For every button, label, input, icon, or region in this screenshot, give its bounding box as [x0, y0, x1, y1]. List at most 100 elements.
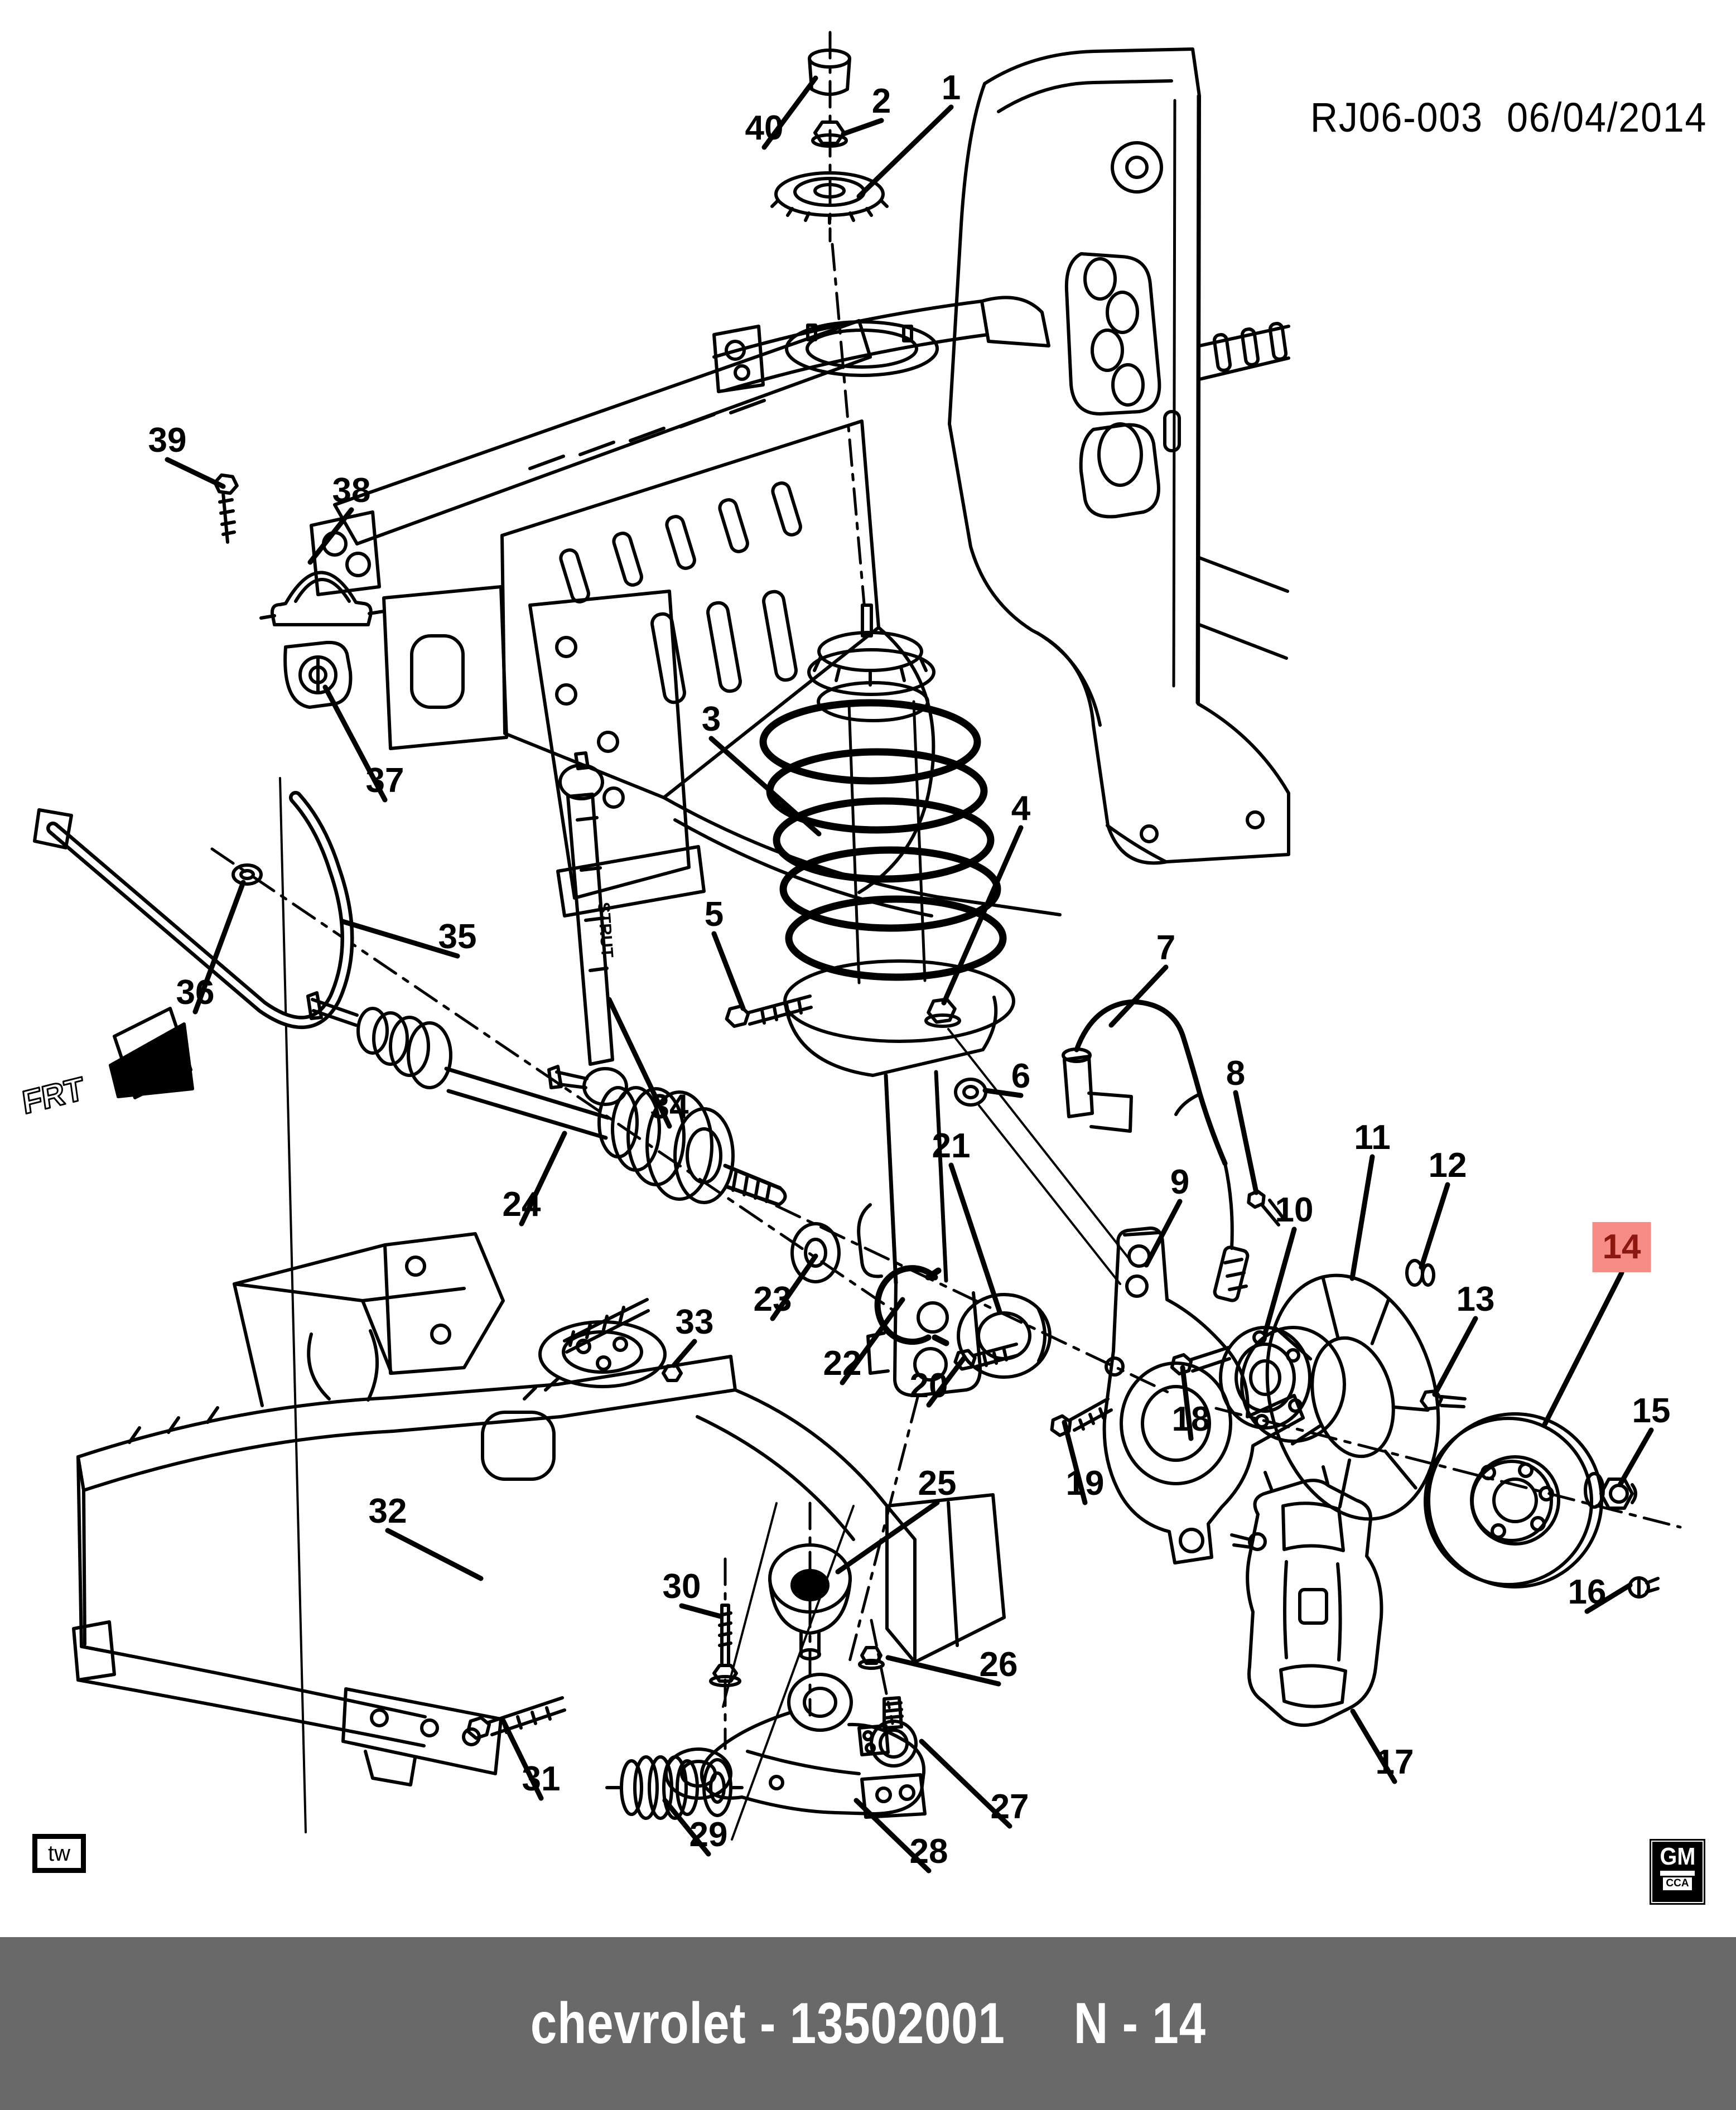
leader-line-14 [1541, 1270, 1624, 1428]
callout-27[interactable]: 27 [990, 1788, 1029, 1826]
callout-38[interactable]: 38 [332, 471, 371, 510]
callout-37[interactable]: 37 [365, 761, 404, 800]
callout-13[interactable]: 13 [1456, 1280, 1495, 1319]
leader-line-19 [1062, 1419, 1088, 1505]
callout-24[interactable]: 24 [502, 1185, 541, 1224]
leader-line-3 [708, 736, 822, 837]
leader-line-38 [307, 507, 354, 565]
callout-21[interactable]: 21 [932, 1127, 971, 1165]
knuckle-drawing [1102, 1227, 1305, 1565]
callout-leader-lines [165, 75, 1654, 1874]
leader-line-36 [192, 880, 246, 1015]
halfshaft-drawing [306, 991, 787, 1207]
callout-8[interactable]: 8 [1226, 1054, 1246, 1093]
leader-line-20 [926, 1355, 967, 1408]
callout-29[interactable]: 29 [689, 1816, 728, 1854]
leader-line-29 [662, 1798, 711, 1857]
callout-33[interactable]: 33 [675, 1303, 714, 1341]
leader-line-5 [711, 931, 746, 1011]
corner-mark-text: tw [48, 1841, 70, 1866]
callout-19[interactable]: 19 [1065, 1464, 1105, 1503]
leader-line-31 [500, 1718, 544, 1801]
callout-36[interactable]: 36 [176, 973, 215, 1012]
leader-line-6 [982, 1088, 1024, 1098]
callout-26[interactable]: 26 [979, 1645, 1018, 1684]
leader-line-12 [1419, 1182, 1450, 1270]
callout-11[interactable]: 11 [1354, 1118, 1391, 1157]
leader-line-10 [1262, 1227, 1297, 1336]
leader-line-30 [679, 1603, 724, 1619]
callout-3[interactable]: 3 [701, 700, 721, 738]
gm-logo-subtext: CCA [1663, 1877, 1692, 1891]
callout-20[interactable]: 20 [909, 1367, 948, 1405]
callout-2[interactable]: 2 [871, 82, 891, 120]
callout-22[interactable]: 22 [823, 1344, 862, 1383]
callout-17[interactable]: 17 [1375, 1743, 1414, 1781]
callout-30[interactable]: 30 [662, 1567, 701, 1606]
callout-5[interactable]: 5 [704, 895, 724, 934]
callout-10[interactable]: 10 [1275, 1191, 1314, 1229]
footer-brand: chevrolet [530, 1991, 746, 2056]
frt-direction-marker: FRT [20, 1007, 194, 1122]
fasteners-drawing [725, 994, 1467, 1437]
callout-9[interactable]: 9 [1170, 1163, 1190, 1201]
strut-marking-text: STRUT [594, 901, 616, 958]
strut-tower-drawing [712, 296, 1050, 393]
callout-12[interactable]: 12 [1428, 1146, 1467, 1185]
leader-line-1 [856, 104, 954, 199]
callout-15[interactable]: 15 [1632, 1392, 1671, 1430]
callout-4[interactable]: 4 [1011, 789, 1031, 828]
leader-line-17 [1350, 1708, 1397, 1784]
leader-line-7 [1108, 964, 1169, 1028]
leader-line-32 [385, 1528, 484, 1581]
gm-logo: GM CCA [1650, 1839, 1705, 1905]
callout-40[interactable]: 40 [745, 109, 784, 147]
callout-39[interactable]: 39 [148, 421, 187, 460]
callout-14-highlighted[interactable]: 14 [1592, 1222, 1651, 1272]
footer-part-number: 13502001 [789, 1991, 1005, 2056]
strut-assembly-drawing [759, 603, 1015, 1397]
leader-line-35 [340, 919, 460, 959]
callout-25[interactable]: 25 [918, 1464, 957, 1503]
leader-line-22 [840, 1297, 905, 1385]
leader-line-9 [1144, 1199, 1183, 1268]
body-structure-right-drawing [948, 47, 1290, 865]
leader-line-26 [885, 1655, 1001, 1687]
callout-34[interactable]: 34 [650, 1088, 689, 1126]
leader-line-15 [1617, 1427, 1654, 1488]
callout-31[interactable]: 31 [522, 1760, 561, 1798]
leader-line-28 [853, 1798, 932, 1874]
leader-line-11 [1349, 1154, 1375, 1281]
caliper-drawing [1230, 1465, 1383, 1727]
subframe-drawing [72, 1232, 1006, 1787]
leader-line-2 [841, 118, 884, 137]
callout-32[interactable]: 32 [368, 1492, 407, 1530]
leader-line-39 [165, 457, 226, 489]
callout-6[interactable]: 6 [1011, 1057, 1031, 1095]
leader-line-13 [1432, 1316, 1478, 1397]
leader-line-4 [941, 825, 1024, 1006]
leader-line-40 [761, 75, 818, 150]
gm-logo-bar [1660, 1871, 1695, 1876]
callout-28[interactable]: 28 [909, 1832, 948, 1871]
abs-harness-drawing [1062, 999, 1250, 1302]
callout-18[interactable]: 18 [1171, 1400, 1211, 1438]
callout-16[interactable]: 16 [1568, 1573, 1607, 1611]
leader-line-23 [770, 1253, 818, 1321]
brake-rotor-drawing [1424, 1412, 1603, 1588]
doc-date: 06/04/2014 [1506, 94, 1707, 141]
leader-line-37 [322, 684, 388, 803]
callout-1[interactable]: 1 [941, 69, 961, 107]
corner-mark-box: tw [32, 1834, 86, 1873]
leader-line-27 [919, 1739, 1012, 1829]
leader-line-18 [1180, 1365, 1194, 1441]
callout-7[interactable]: 7 [1156, 929, 1176, 967]
callout-23[interactable]: 23 [753, 1280, 792, 1319]
leader-line-8 [1233, 1090, 1259, 1195]
callout-35[interactable]: 35 [438, 918, 477, 956]
